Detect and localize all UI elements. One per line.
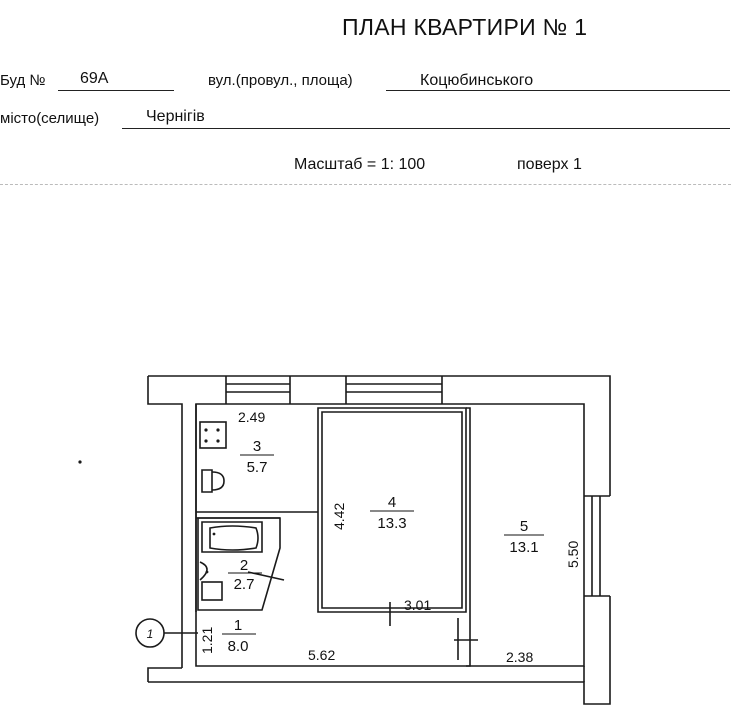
city-label: місто(селище) <box>0 110 100 127</box>
outer-wall-bottom <box>148 596 611 705</box>
dim-entrance-width: 1.21 <box>199 627 215 654</box>
document-title: ПЛАН КВАРТИРИ № 1 <box>342 14 588 40</box>
partition-4-5 <box>466 407 471 667</box>
floor-text: поверх 1 <box>517 156 582 173</box>
scale-text: Масштаб = 1: 100 <box>294 156 426 173</box>
outer-wall-left-lower <box>147 667 182 682</box>
building-number-label: Буд № <box>0 72 46 89</box>
window-kitchen <box>225 376 291 404</box>
dim-kitchen-width: 2.49 <box>238 409 265 425</box>
city-underline <box>122 128 730 129</box>
room2-number: 2 <box>240 557 248 574</box>
room3-number: 3 <box>253 438 261 455</box>
street-underline <box>386 90 730 91</box>
dim-corridor-length: 5.62 <box>308 647 335 663</box>
entrance-marker-label: 1 <box>147 627 154 641</box>
dim-room5-bottom: 2.38 <box>506 649 533 665</box>
header-divider <box>0 184 731 185</box>
door-ticks <box>389 602 459 660</box>
building-number-underline <box>58 90 174 91</box>
street-value: Коцюбинського <box>420 72 534 89</box>
building-number-value: 69А <box>80 70 109 87</box>
room4-walls <box>317 407 467 613</box>
sink <box>199 561 208 581</box>
room5-number: 5 <box>520 518 528 535</box>
dim-room5-depth: 5.50 <box>565 541 581 568</box>
room1-number: 1 <box>234 617 242 634</box>
stove <box>199 421 227 449</box>
kitchen-bottom-wall <box>196 511 318 519</box>
room1-area: 8.0 <box>228 638 249 655</box>
window-room4 <box>345 376 443 404</box>
room5-area: 13.1 <box>509 539 538 556</box>
bathtub <box>201 521 263 553</box>
dim-room4-depth: 4.42 <box>331 503 347 530</box>
outer-wall-top <box>148 375 611 496</box>
street-label: вул.(провул., площа) <box>208 72 353 89</box>
room4-area: 13.3 <box>377 515 406 532</box>
city-value: Чернігів <box>146 108 205 125</box>
room4-number: 4 <box>388 494 396 511</box>
window-room5 <box>584 495 610 597</box>
toilet <box>201 469 213 493</box>
room3-area: 5.7 <box>247 459 268 476</box>
room2-area: 2.7 <box>234 576 255 593</box>
dim-room4-width: 3.01 <box>404 597 431 613</box>
outer-wall-left-upper <box>147 376 183 668</box>
bathroom-walls <box>197 517 281 611</box>
